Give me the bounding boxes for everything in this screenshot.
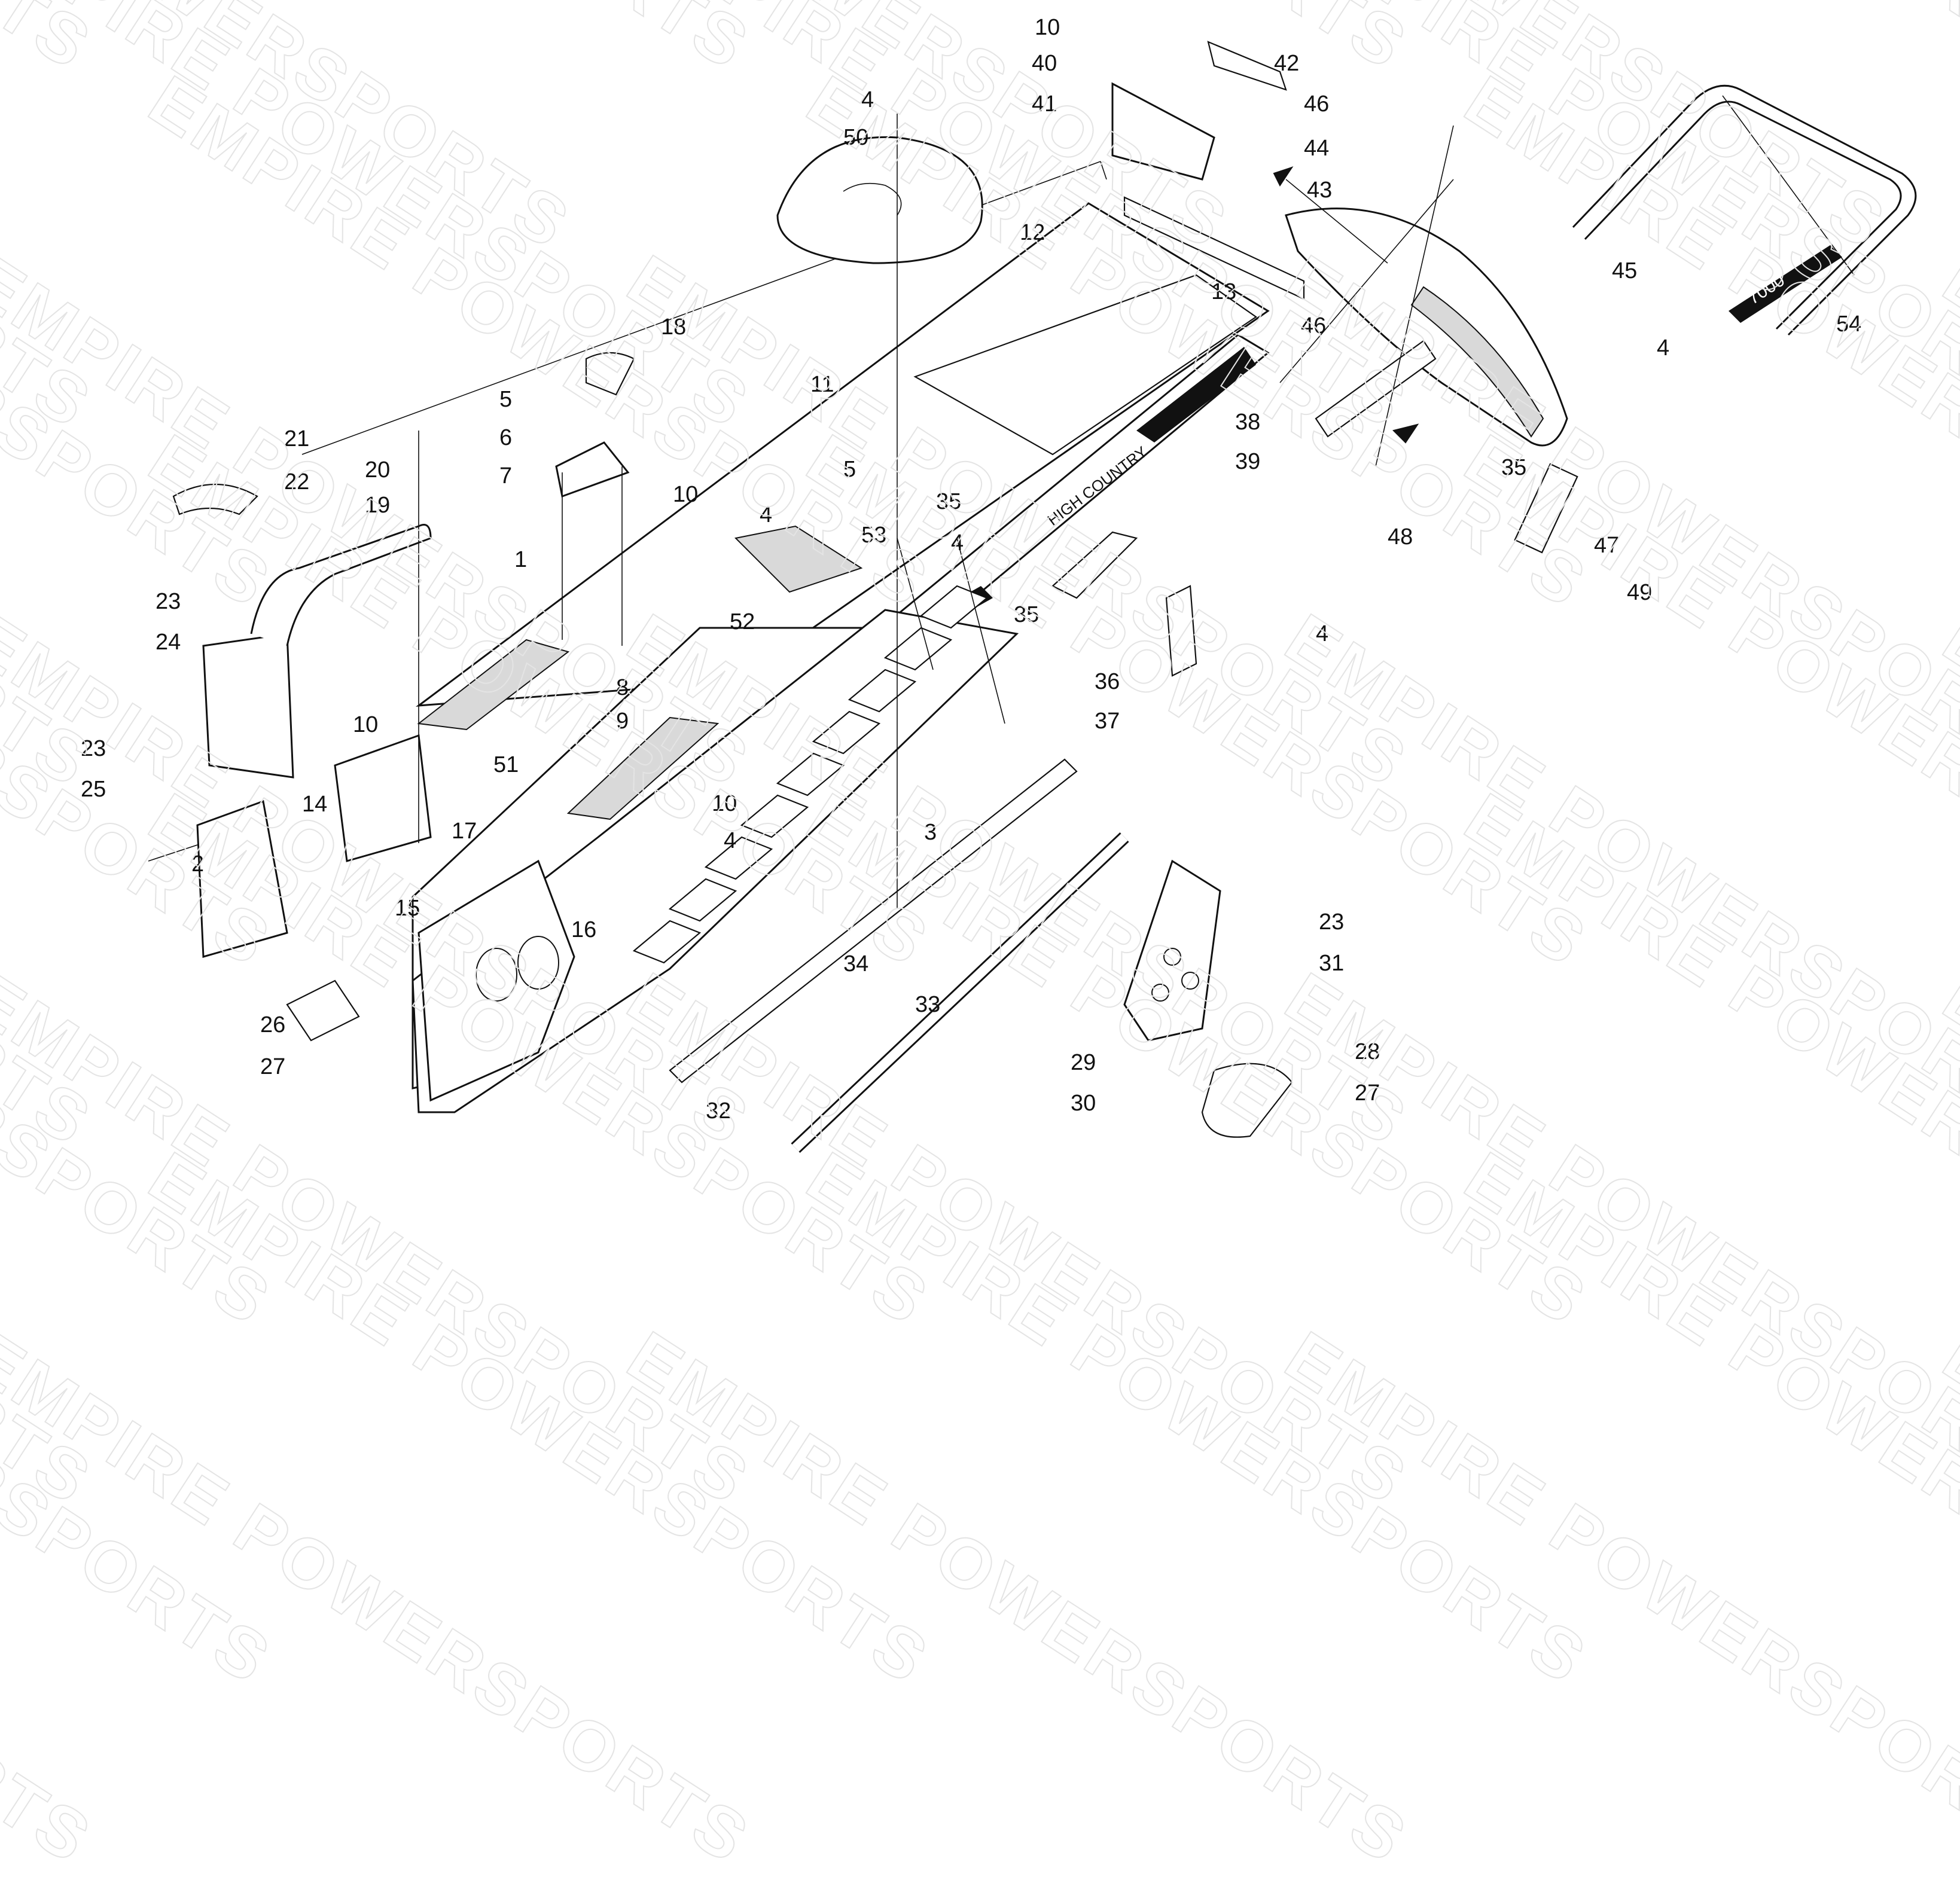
callout-c34: 34 [843,951,868,976]
callout-c5b: 5 [843,457,856,482]
callout-c52: 52 [730,609,755,634]
callout-c50: 50 [843,125,868,150]
callout-c40: 40 [1032,51,1057,76]
callout-c3: 3 [924,820,937,845]
callout-c43: 43 [1307,178,1332,203]
callout-c37: 37 [1095,709,1120,734]
callout-c22: 22 [284,469,309,495]
callout-c12: 12 [1020,220,1045,245]
callout-c36: 36 [1095,669,1120,694]
callout-c4c: 4 [951,530,964,556]
callout-c5a: 5 [499,387,512,412]
callout-c1: 1 [514,547,527,572]
callout-c6: 6 [499,425,512,450]
leader-lines [418,114,1454,909]
callout-c24: 24 [156,630,181,655]
callout-c11: 11 [810,372,834,397]
exploded-view-drawing: 7000 [81,15,1917,1153]
callout-c13: 13 [1211,279,1236,304]
callout-c53: 53 [861,523,886,548]
callout-c7: 7 [499,463,512,489]
callout-c28: 28 [1355,1039,1380,1064]
callout-c4b: 4 [760,502,772,527]
callout-c9: 9 [616,709,629,734]
callout-c4f: 4 [1316,621,1328,646]
tunnel-assembly [148,161,1270,1113]
callout-c25: 25 [81,777,106,802]
watermark-text: EMPIRE POWERSPORTS [1272,1316,1960,1880]
callout-c32: 32 [706,1098,731,1124]
callout-c8: 8 [616,675,629,700]
callout-c27b: 27 [1355,1081,1380,1106]
callout-c35c: 35 [1501,455,1526,480]
callout-c17: 17 [452,819,477,844]
rear-step-assembly [1123,859,1293,1138]
watermark-text: EMPIRE POWERSPORTS [614,1316,1422,1880]
callout-c46b: 46 [1301,313,1326,338]
callout-c38: 38 [1235,410,1260,435]
callout-c20: 20 [365,457,390,483]
callout-c51: 51 [493,752,519,777]
callout-c42: 42 [1274,51,1299,76]
callout-c23c: 23 [1319,910,1344,935]
running-board-cutouts [632,585,989,964]
callout-c39: 39 [1235,449,1260,474]
watermark-text: EMPIRE POWERSPORTS [1929,1316,1960,1880]
callout-c10a: 10 [1035,15,1060,40]
callout-c4e: 4 [1657,335,1669,361]
callout-c4d: 4 [724,828,736,853]
callout-c21: 21 [284,426,309,451]
callout-c23b: 23 [81,736,106,761]
callout-c15: 15 [395,896,420,921]
front-brackets [172,484,432,1042]
upper-center-parts [555,352,635,498]
watermark-text: EMPIRE POWERSPORTS [0,1316,764,1880]
callout-c48: 48 [1388,524,1413,550]
callout-layer: 1234444445567891010101011121314151617181… [81,15,1861,1124]
callout-c27a: 27 [260,1054,285,1079]
callout-c10d: 10 [712,791,737,816]
snowflap-assembly [1273,166,1568,447]
callout-c19: 19 [365,493,390,518]
callout-c45: 45 [1612,258,1637,283]
callout-c23a: 23 [156,589,181,614]
callout-c35b: 35 [1014,602,1039,627]
storage-bag [776,136,983,264]
callout-c2: 2 [191,852,204,877]
rear-upper-brackets [1111,41,1305,300]
callout-c33: 33 [915,992,940,1017]
callout-c47: 47 [1594,533,1619,558]
callout-c31: 31 [1319,951,1344,976]
callout-c10b: 10 [673,482,698,507]
callout-c4a: 4 [861,87,874,112]
callout-c29: 29 [1071,1050,1096,1075]
callout-c41: 41 [1032,91,1057,117]
callout-c16: 16 [571,917,596,942]
rear-bumper: 7000 [1514,84,1917,554]
rods [669,531,1197,1153]
watermark-text: EMPIRE POWERSPORTS [0,1316,106,1880]
callout-c54: 54 [1836,312,1861,337]
callout-c18: 18 [661,315,686,340]
callout-c49: 49 [1627,580,1652,605]
callout-c10c: 10 [353,712,378,737]
callout-c46a: 46 [1304,91,1329,117]
callout-c44: 44 [1304,136,1329,161]
callout-c14: 14 [302,792,327,817]
callout-c26: 26 [260,1012,285,1037]
callout-c30: 30 [1071,1091,1096,1116]
callout-c35a: 35 [936,489,961,514]
